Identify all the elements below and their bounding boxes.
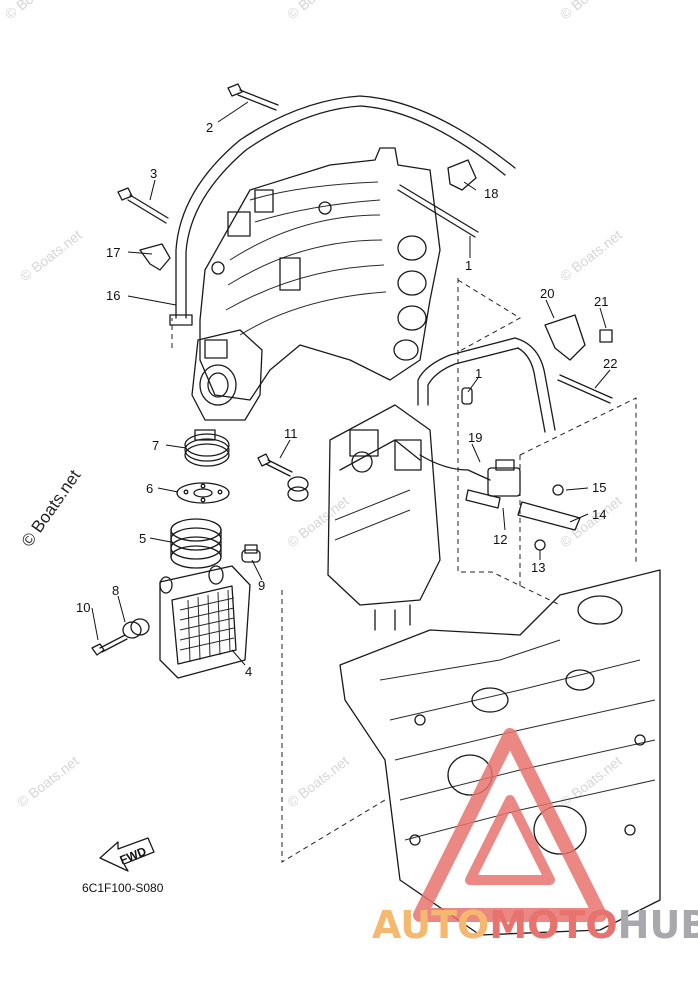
callout-16: 16 [106, 288, 120, 303]
diagram-code: 6C1F100-S080 [82, 881, 164, 895]
callout-1a: 1 [465, 258, 472, 273]
callout-11: 11 [284, 426, 298, 441]
brand-hub: HUB [618, 903, 698, 947]
watermark: © Boats.net [17, 227, 85, 285]
watermark: © Boats.net [2, 0, 70, 22]
watermark: © Boats.net [284, 493, 352, 551]
callout-3: 3 [150, 166, 157, 181]
callout-17: 17 [106, 245, 120, 260]
brand-moto: MOTO [489, 903, 617, 947]
bolts [117, 83, 279, 224]
callout-20: 20 [540, 286, 554, 301]
callout-12: 12 [493, 532, 507, 547]
fuel-pump-assembly [327, 404, 441, 631]
gasket [176, 482, 230, 504]
callout-2: 2 [206, 120, 213, 135]
leader-lines [91, 101, 611, 666]
silencer [159, 565, 251, 679]
watermark: © Boats.net [557, 753, 625, 811]
callout-15: 15 [592, 480, 606, 495]
assembly-lines [171, 278, 637, 863]
watermark-side: © Boats.net [18, 466, 85, 550]
callout-21: 21 [594, 294, 608, 309]
callout-10: 10 [76, 600, 90, 615]
callout-1b: 1 [475, 366, 482, 381]
callout-9: 9 [258, 578, 265, 593]
watermark: © Boats.net [284, 0, 352, 22]
callout-14: 14 [592, 507, 606, 522]
intake-joint [170, 518, 222, 569]
clips-and-pins [139, 159, 479, 405]
brand-triangle [413, 728, 607, 922]
intake-manifold [199, 147, 441, 401]
brand-text: AUTOMOTOHUB [372, 903, 698, 947]
brand-logo: AUTOMOTOHUB [372, 728, 698, 947]
hose-clamp [184, 429, 230, 467]
collar-and-bolt [91, 618, 150, 656]
bolt-and-mount [257, 453, 309, 502]
solenoid-valve [465, 459, 581, 551]
watermark: © Boats.net [557, 0, 625, 22]
forward-arrow: FWD [99, 837, 155, 872]
watermark: © Boats.net [14, 753, 82, 811]
callout-4: 4 [245, 664, 252, 679]
holder-and-tie [544, 314, 613, 404]
callout-5: 5 [139, 531, 146, 546]
watermarks: © Boats.net © Boats.net © Boats.net © Bo… [2, 0, 625, 810]
callout-6: 6 [146, 481, 153, 496]
fuel-hoses [417, 337, 556, 481]
callout-7: 7 [152, 438, 159, 453]
callout-13: 13 [531, 560, 545, 575]
callout-8: 8 [112, 583, 119, 598]
callout-19: 19 [468, 430, 482, 445]
callouts: 2 3 17 16 18 1 1 20 21 22 11 19 15 14 12… [76, 120, 617, 679]
watermark: © Boats.net [557, 493, 625, 551]
watermark: © Boats.net [557, 227, 625, 285]
throttle-body [191, 329, 263, 421]
callout-18: 18 [484, 186, 498, 201]
intake-pipe [169, 95, 516, 326]
grommet [241, 544, 261, 563]
brand-triangle-inner [465, 795, 555, 885]
callout-22: 22 [603, 356, 617, 371]
watermark: © Boats.net [284, 753, 352, 811]
brand-auto: AUTO [372, 903, 489, 947]
